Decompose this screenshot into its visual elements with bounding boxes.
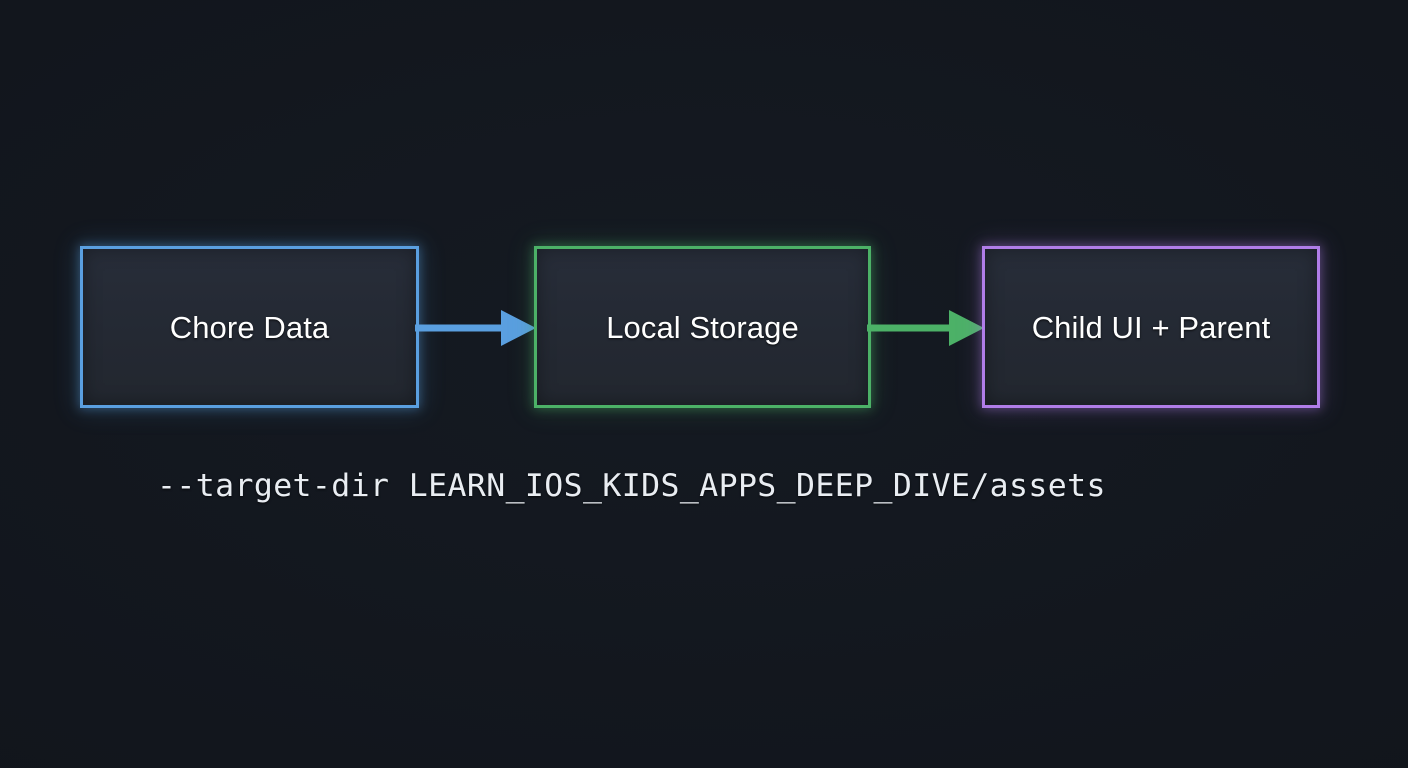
- node-local-storage-label: Local Storage: [606, 309, 799, 345]
- arrow-right-icon: [415, 310, 536, 346]
- arrow-right-icon: [867, 310, 984, 346]
- node-local-storage[interactable]: Local Storage: [534, 246, 871, 408]
- node-child-ui-parent-label: Child UI + Parent: [1031, 309, 1271, 345]
- command-caption: --target-dir LEARN_IOS_KIDS_APPS_DEEP_DI…: [157, 468, 1106, 504]
- node-child-ui-parent[interactable]: Child UI + Parent: [982, 246, 1320, 408]
- arrow-local-storage-to-child-ui-parent: [867, 300, 988, 356]
- node-chore-data[interactable]: Chore Data: [80, 246, 419, 408]
- node-chore-data-label: Chore Data: [169, 309, 330, 345]
- arrow-chore-data-to-local-storage: [415, 300, 540, 356]
